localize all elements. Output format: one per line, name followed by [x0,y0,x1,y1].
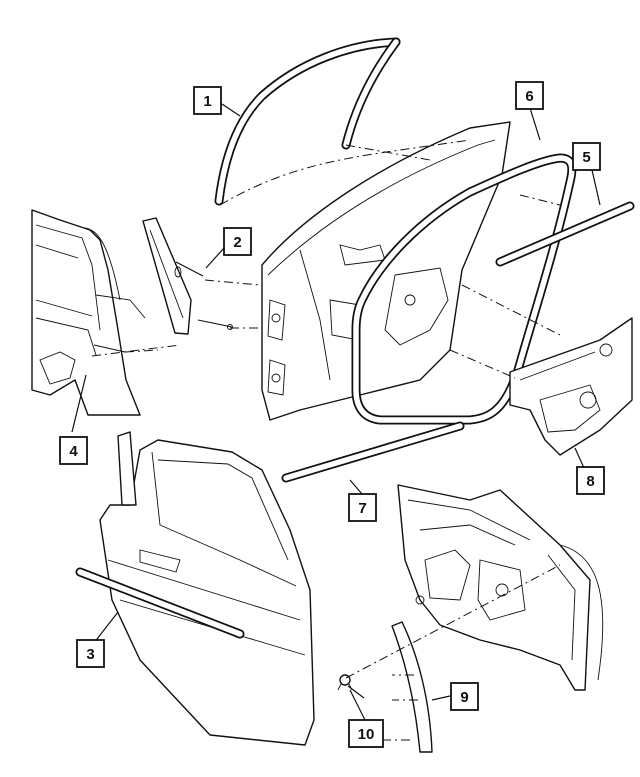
part-6-door-assembly [261,121,511,421]
callout-4: 4 [59,436,88,465]
callout-9: 9 [450,682,479,711]
part-3-front-door-shell [75,431,315,746]
part-2-frame-applique [142,217,233,335]
callout-1: 1 [193,86,222,115]
callout-8-label: 8 [586,473,594,490]
callout-8: 8 [576,466,605,495]
callout-9-label: 9 [460,689,468,706]
callout-10: 10 [348,719,384,748]
assembly-lines [91,139,561,679]
callout-2-label: 2 [233,234,241,251]
callout-6-label: 6 [525,88,533,105]
part-4-body-opening [31,209,146,416]
leader-lines [71,103,601,701]
door-inner-frame [397,484,604,691]
callout-5-label: 5 [582,149,590,166]
callout-7: 7 [348,493,377,522]
callout-7-label: 7 [358,500,366,517]
part-1-glass-run-channel [214,37,401,206]
callout-6: 6 [515,81,544,110]
part-5-belt-weatherstrip [495,201,635,267]
callout-10-label: 10 [358,726,375,743]
callout-3-label: 3 [86,646,94,663]
part-8-watershield [509,317,633,456]
callout-5: 5 [572,142,601,171]
leader-10 [349,689,366,721]
callout-2: 2 [223,227,252,256]
part-7-belt-molding [281,421,465,483]
callout-3: 3 [76,639,105,668]
callout-1-label: 1 [203,93,211,110]
callout-4-label: 4 [69,443,78,460]
part-9-pillar-applique [380,621,433,753]
door-weatherstrip [351,153,577,425]
